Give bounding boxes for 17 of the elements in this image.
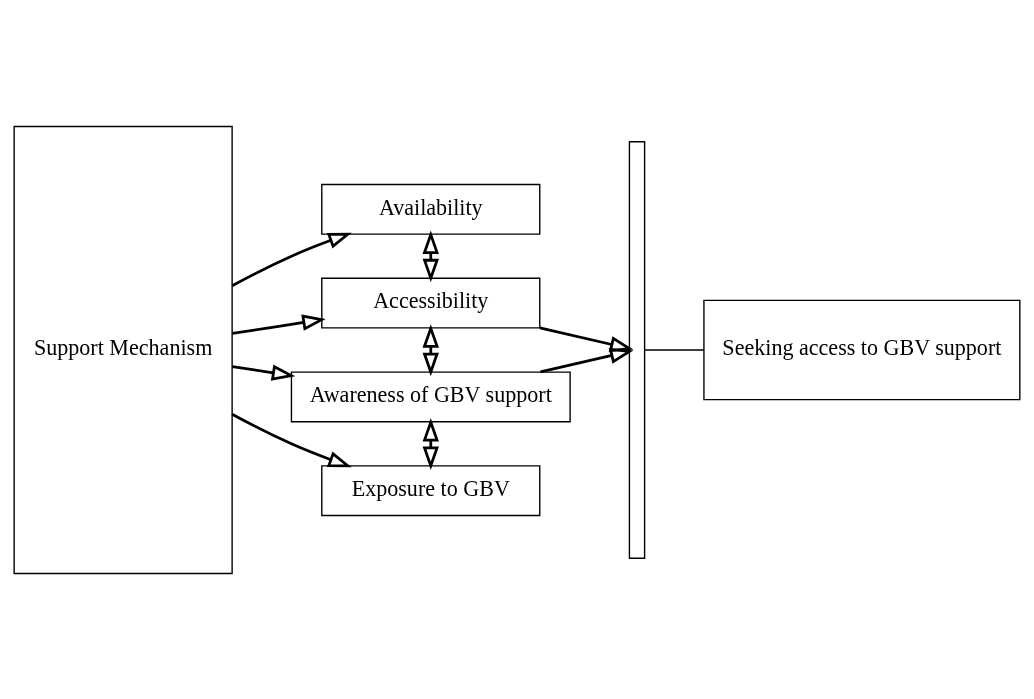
node-box: Accessibility xyxy=(321,277,541,329)
arrow xyxy=(232,314,326,335)
node-box: Support Mechanism xyxy=(13,125,233,574)
connector xyxy=(644,348,705,351)
arrow xyxy=(232,364,296,381)
node-box: Awareness of GBV support xyxy=(290,370,571,422)
arrow xyxy=(540,347,634,373)
node-box: Availability xyxy=(321,183,541,235)
node-box: Seeking access to GBV support xyxy=(703,299,1021,400)
arrow xyxy=(231,412,352,467)
arrow xyxy=(422,323,439,376)
arrow xyxy=(539,326,634,352)
node-brace xyxy=(628,140,646,559)
arrow xyxy=(422,417,439,470)
arrow xyxy=(422,229,439,282)
node-box: Exposure to GBV xyxy=(321,464,541,516)
arrow xyxy=(231,232,352,287)
